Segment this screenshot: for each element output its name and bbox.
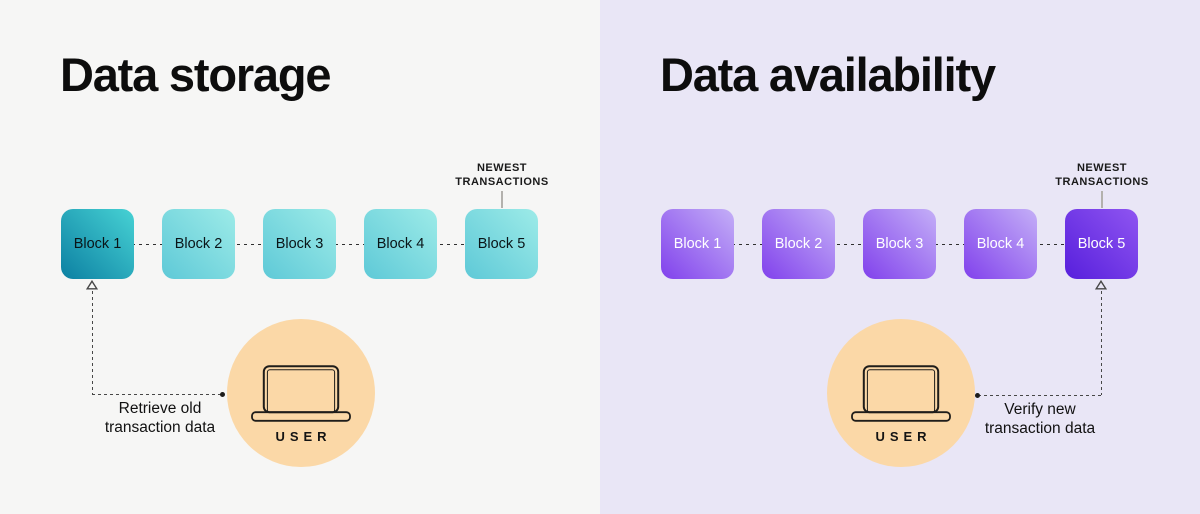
panel-data-storage: Data storage Block 1 Block 2 Block 3 Blo… <box>50 48 577 467</box>
connector-dot <box>975 393 980 398</box>
newest-transactions-label: NEWEST TRANSACTIONS <box>427 162 577 189</box>
block-3: Block 3 <box>863 209 936 279</box>
action-label: Verify new transaction data <box>930 400 1150 438</box>
dashed-connector-horizontal <box>978 395 1102 396</box>
action-line1: Verify new <box>1004 401 1076 418</box>
block-label: Block 3 <box>875 236 924 252</box>
newest-transactions-line1: NEWEST <box>476 162 528 174</box>
action-label: Retrieve old transaction data <box>50 399 270 437</box>
label-connector-line <box>501 191 503 208</box>
block-2: Block 2 <box>762 209 835 279</box>
block-3: Block 3 <box>263 209 336 279</box>
block-label: Block 3 <box>275 236 324 252</box>
block-2: Block 2 <box>162 209 235 279</box>
block-4: Block 4 <box>964 209 1037 279</box>
arrow-up-icon <box>86 280 98 290</box>
dashed-connector-horizontal <box>92 394 221 395</box>
block-5: Block 5 <box>465 209 538 279</box>
dashed-connector-vertical <box>92 291 93 394</box>
label-connector-line <box>1101 191 1103 208</box>
block-label: Block 1 <box>73 236 122 252</box>
laptop-icon <box>251 365 351 422</box>
block-label: Block 1 <box>673 236 722 252</box>
panel-data-availability: Data availability Block 1 Block 2 Block … <box>600 0 1200 514</box>
panel-title: Data availability <box>660 48 996 101</box>
block-5: Block 5 <box>1065 209 1138 279</box>
block-label: Block 5 <box>477 236 526 252</box>
panel-title: Data storage <box>60 48 332 101</box>
user-label: USER <box>275 429 332 444</box>
dashed-connector-vertical <box>1101 291 1102 395</box>
arrow-up-icon <box>1095 280 1107 290</box>
user-label: USER <box>875 429 932 444</box>
block-4: Block 4 <box>364 209 437 279</box>
user-circle: USER <box>827 319 975 467</box>
block-label: Block 4 <box>976 236 1025 252</box>
newest-transactions-line1: NEWEST <box>1076 162 1128 174</box>
block-label: Block 4 <box>376 236 425 252</box>
action-line2: transaction data <box>104 419 216 436</box>
block-label: Block 2 <box>174 236 223 252</box>
block-1: Block 1 <box>61 209 134 279</box>
user-circle: USER <box>227 319 375 467</box>
laptop-icon <box>851 365 951 422</box>
block-1: Block 1 <box>661 209 734 279</box>
newest-transactions-line2: TRANSACTIONS <box>1055 175 1149 188</box>
newest-transactions-label: NEWEST TRANSACTIONS <box>1027 162 1177 189</box>
newest-transactions-line2: TRANSACTIONS <box>455 175 549 188</box>
action-line1: Retrieve old <box>118 400 202 417</box>
action-line2: transaction data <box>984 420 1096 437</box>
block-label: Block 2 <box>774 236 823 252</box>
block-label: Block 5 <box>1077 236 1126 252</box>
connector-dot <box>220 392 225 397</box>
